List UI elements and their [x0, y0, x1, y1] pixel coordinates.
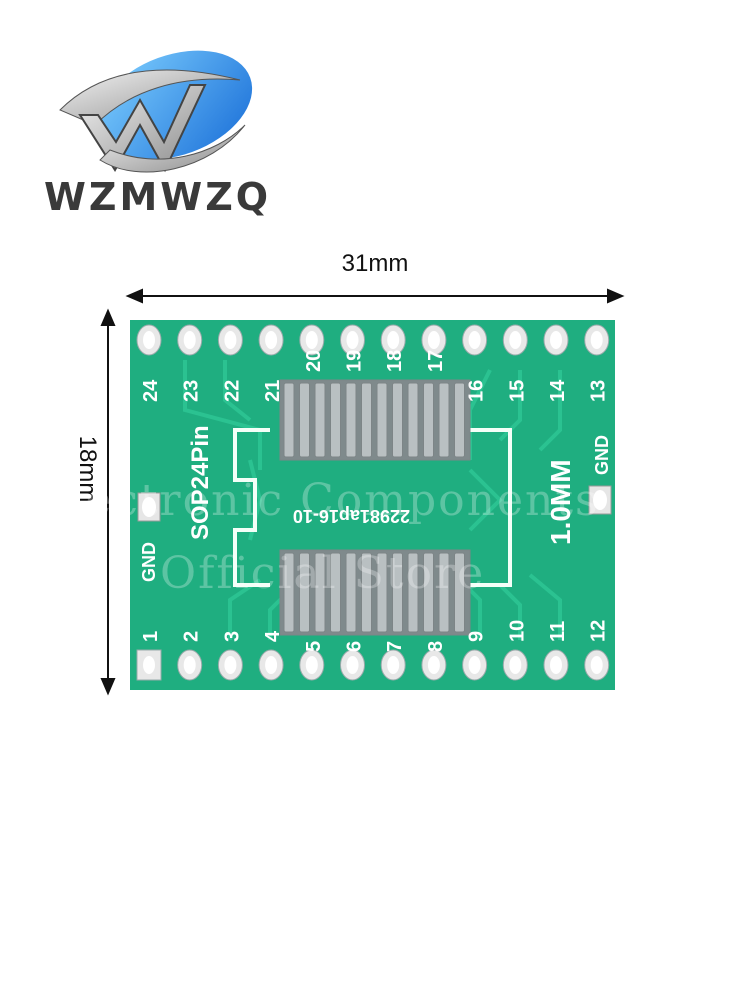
brand-name: WZMWZQ	[44, 175, 272, 219]
width-arrow	[125, 288, 625, 304]
bottom-pad-strip	[279, 549, 471, 636]
pitch-label: 1.0MM	[545, 459, 576, 545]
pin-label: 8	[425, 641, 447, 652]
gnd-left-label: GND	[139, 542, 159, 582]
gnd-right-label: GND	[592, 435, 612, 475]
wzmwzq-logo-icon	[59, 50, 253, 173]
pin-label: 17	[425, 350, 447, 372]
watermark-line-1: Electronic Components	[35, 475, 600, 526]
pin-label: 20	[303, 350, 325, 372]
pin-label: 7	[384, 641, 406, 652]
ic-pad	[423, 552, 434, 633]
ic-pad	[345, 382, 357, 458]
ic-pad	[361, 552, 372, 633]
ic-pad	[314, 552, 326, 633]
ic-pad	[438, 382, 450, 458]
top-pad-strip	[279, 379, 471, 461]
ic-pad	[454, 552, 465, 633]
ic-pad	[299, 382, 310, 458]
pin-label: 24	[140, 379, 162, 402]
pin-label: 4	[262, 630, 284, 642]
pin-label: 13	[588, 380, 610, 402]
footprint-label: SOP24Pin	[187, 425, 214, 540]
ic-pad	[330, 382, 341, 458]
pin-label: 9	[466, 631, 488, 642]
pin-label: 2	[181, 631, 203, 642]
board-code-label: 22981ap16-10	[293, 506, 410, 526]
pin-label: 21	[262, 380, 284, 402]
pin-label: 23	[181, 380, 203, 402]
ic-pad	[299, 552, 310, 633]
ic-pad	[376, 552, 388, 633]
pin-label: 3	[221, 631, 243, 642]
pin-label: 18	[384, 350, 406, 372]
ic-pad	[423, 382, 434, 458]
ic-pad	[330, 552, 341, 633]
pin-label: 10	[506, 620, 528, 642]
ic-pad	[314, 382, 326, 458]
top-pin-labels: 24 23 22 21 20 19 18 17 16 15 14 13	[140, 350, 610, 402]
ic-pad	[438, 552, 450, 633]
pin-label: 6	[344, 641, 366, 652]
ic-pad	[407, 552, 419, 633]
pin-label: 16	[466, 380, 488, 402]
pin-label: 1	[140, 631, 162, 642]
width-dimension-label: 31mm	[341, 250, 409, 277]
top-through-holes	[136, 324, 610, 356]
ic-pad	[392, 382, 403, 458]
ic-pad	[345, 552, 357, 633]
pin-label: 14	[547, 379, 569, 402]
pin-label: 22	[221, 380, 243, 402]
ic-pad	[361, 382, 372, 458]
watermark-line-2: Official Store	[160, 548, 486, 599]
ic-pad	[407, 382, 419, 458]
pin-label: 12	[588, 620, 610, 642]
ic-pad	[376, 382, 388, 458]
pin-label: 15	[506, 380, 528, 402]
ic-pad	[283, 552, 295, 633]
ic-pad	[454, 382, 465, 458]
pin-label: 19	[344, 350, 366, 372]
ic-silkscreen-outline	[233, 428, 512, 587]
height-arrow	[100, 308, 116, 696]
ic-pad	[283, 382, 295, 458]
bottom-through-holes	[136, 649, 610, 681]
pin-label: 5	[303, 641, 325, 652]
ic-pad	[392, 552, 403, 633]
pin-label: 11	[547, 621, 569, 642]
